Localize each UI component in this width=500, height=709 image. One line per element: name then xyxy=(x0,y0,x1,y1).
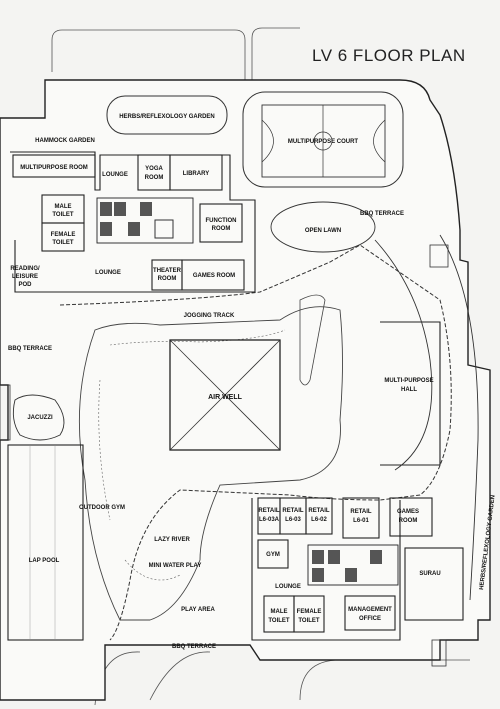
stair-core-s xyxy=(431,639,447,667)
court-outline xyxy=(242,91,404,188)
jogging-track xyxy=(59,244,452,641)
label-lounge-top: LOUNGE xyxy=(102,172,128,178)
label-open-lawn: OPEN LAWN xyxy=(305,228,341,234)
lazy-river-outline xyxy=(78,306,343,621)
label-female-toilet-se-2: TOILET xyxy=(298,618,320,624)
label-lap-pool: LAP POOL xyxy=(29,558,60,564)
multi-purpose-hall xyxy=(380,321,441,466)
label-jogging-track: JOGGING TRACK xyxy=(184,313,235,319)
lift-core-south xyxy=(312,550,382,582)
label-hammock-garden: HAMMOCK GARDEN xyxy=(35,138,95,144)
jacuzzi-shape xyxy=(12,394,65,441)
lap-pool xyxy=(7,444,84,641)
label-library: LIBRARY xyxy=(183,171,209,177)
stair-core-ne xyxy=(429,244,449,268)
label-multipurpose-court: MULTIPURPOSE COURT xyxy=(288,139,359,145)
label-theater-room-1: THEATER xyxy=(153,268,182,274)
label-lounge-mid: LOUNGE xyxy=(95,270,121,276)
label-reading-pod-2: LEISURE xyxy=(12,274,38,280)
label-lazy-river: LAZY RIVER xyxy=(154,537,190,543)
label-reading-pod-1: READING/ xyxy=(10,266,40,272)
label-bbq-terrace-ne: BBQ TERRACE xyxy=(360,211,404,217)
label-retail-l6-03a-2: L6-03A xyxy=(259,517,280,523)
label-yoga-room-2: ROOM xyxy=(145,175,164,181)
clubhouse-north xyxy=(10,151,256,293)
label-management-office-2: OFFICE xyxy=(359,616,381,622)
label-function-room-2: ROOM xyxy=(212,226,231,232)
open-lawn-shape xyxy=(270,201,376,253)
stair-core-w xyxy=(0,384,11,441)
label-female-toilet-1: FEMALE xyxy=(51,232,76,238)
air-well xyxy=(169,339,281,451)
lift-core-north xyxy=(100,202,174,239)
herbs-garden-top xyxy=(106,95,228,135)
label-retail-l6-03-1: RETAIL xyxy=(282,508,304,514)
label-retail-l6-02-1: RETAIL xyxy=(308,508,330,514)
label-jacuzzi: JACUZZI xyxy=(27,415,53,421)
label-male-toilet-se-2: TOILET xyxy=(268,618,290,624)
court-lines xyxy=(261,104,386,178)
label-multi-purpose-hall-1: MULTI-PURPOSE xyxy=(384,378,433,384)
label-retail-l6-01-1: RETAIL xyxy=(350,509,372,515)
label-multipurpose-room: MULTIPURPOSE ROOM xyxy=(20,165,88,171)
label-play-area: PLAY AREA xyxy=(181,607,215,613)
label-retail-l6-01-2: L6-01 xyxy=(353,518,369,524)
label-reading-pod-3: POD xyxy=(18,282,32,288)
label-games-room-mid: GAMES ROOM xyxy=(193,273,235,279)
label-management-office-1: MANAGEMENT xyxy=(348,607,392,613)
label-herbs-garden-top: HERBS/REFLEXOLOGY GARDEN xyxy=(119,114,215,120)
label-games-room-se-1: GAMES xyxy=(397,509,419,515)
label-retail-l6-03-2: L6-03 xyxy=(285,517,301,523)
label-mini-water-play: MINI WATER PLAY xyxy=(149,563,202,569)
label-air-well: AIR WELL xyxy=(208,394,243,401)
label-retail-l6-02-2: L6-02 xyxy=(311,517,327,523)
label-male-toilet-se-1: MALE xyxy=(271,609,288,615)
label-male-toilet-1: MALE xyxy=(55,204,72,210)
label-retail-l6-03a-1: RETAIL xyxy=(258,508,280,514)
label-bbq-terrace-w: BBQ TERRACE xyxy=(8,346,52,352)
label-lounge-se: LOUNGE xyxy=(275,584,301,590)
slide-feature xyxy=(299,294,326,386)
label-gym: GYM xyxy=(266,552,280,558)
label-games-room-se-2: ROOM xyxy=(399,518,418,524)
label-multi-purpose-hall-2: HALL xyxy=(401,387,417,393)
label-yoga-room-1: YOGA xyxy=(145,166,163,172)
label-bbq-terrace-s: BBQ TERRACE xyxy=(172,644,216,650)
label-theater-room-2: ROOM xyxy=(158,276,177,282)
clubhouse-south xyxy=(251,497,464,641)
label-function-room-1: FUNCTION xyxy=(206,218,237,224)
plan-title: LV 6 FLOOR PLAN xyxy=(312,46,466,65)
label-female-toilet-2: TOILET xyxy=(52,240,74,246)
label-male-toilet-2: TOILET xyxy=(52,212,74,218)
label-surau: SURAU xyxy=(419,571,440,577)
label-outdoor-gym: OUTDOOR GYM xyxy=(79,505,125,511)
label-female-toilet-se-1: FEMALE xyxy=(297,609,322,615)
